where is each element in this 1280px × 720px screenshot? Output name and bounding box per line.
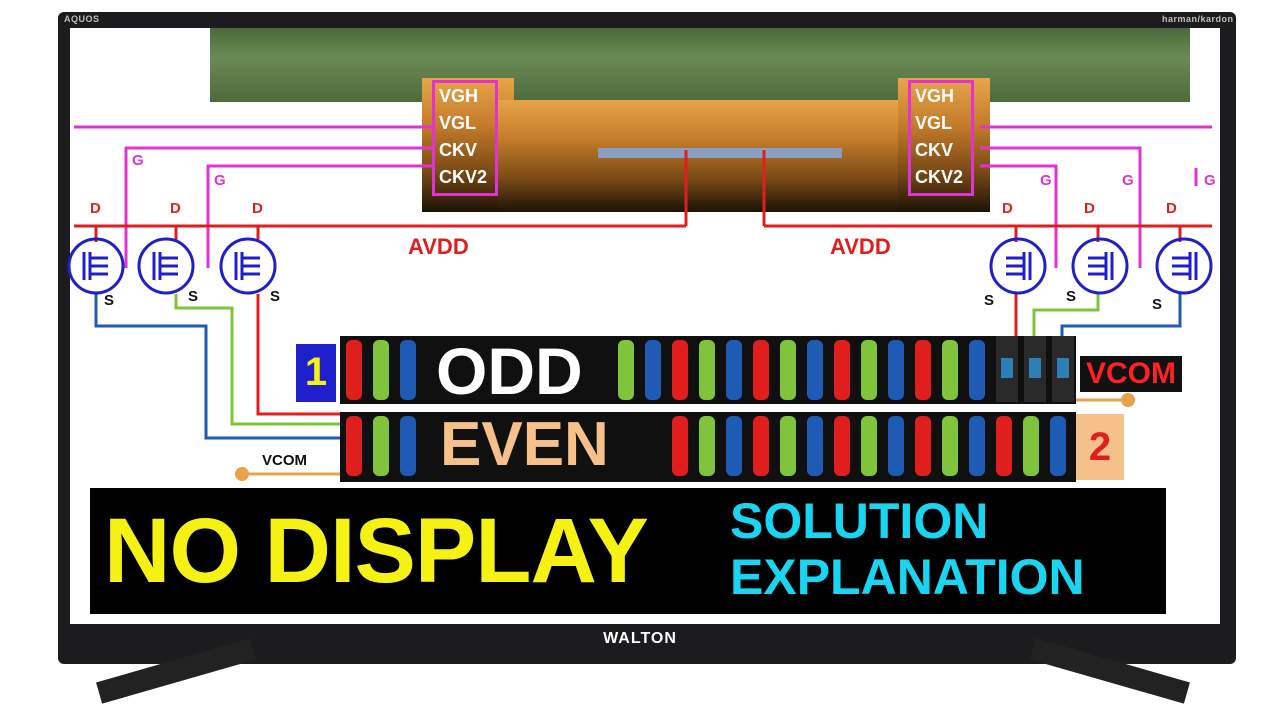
pin-label: CKV <box>915 140 954 160</box>
source-label: S <box>1152 296 1163 313</box>
pin-box-right: VGH VGL CKV CKV2 <box>908 80 974 196</box>
subtitle-solution: SOLUTION <box>730 493 989 549</box>
subtitle-explanation: EXPLANATION <box>730 549 1085 605</box>
title-banner <box>90 488 1166 614</box>
brand-top-right: harman/kardon <box>1162 14 1234 24</box>
subpixel-stripes <box>346 336 1074 476</box>
pin-box-left: VGH VGL CKV CKV2 <box>432 80 498 196</box>
source-label: S <box>1066 288 1077 305</box>
avdd-label-left: AVDD <box>408 234 469 259</box>
drain-label: D <box>252 200 263 217</box>
source-label: S <box>984 292 995 309</box>
vcom-label-right: VCOM <box>1080 356 1182 392</box>
even-number-badge: 2 <box>1076 414 1124 480</box>
drain-label: D <box>90 200 101 217</box>
headline: NO DISPLAY <box>104 500 649 602</box>
brand-top-left: AQUOS <box>64 14 100 24</box>
drain-label: D <box>1002 200 1013 217</box>
vcom-label-left: VCOM <box>262 452 307 469</box>
even-label: EVEN <box>430 414 619 476</box>
avdd-label-right: AVDD <box>830 234 891 259</box>
gate-label: G <box>132 152 144 169</box>
pin-label: VGL <box>915 113 953 133</box>
gate-label: G <box>214 172 226 189</box>
drain-label: D <box>1166 200 1177 217</box>
odd-label: ODD <box>426 338 593 404</box>
pin-label: VGH <box>915 86 955 106</box>
pin-label: CKV2 <box>915 167 964 187</box>
pin-label: CKV <box>439 140 478 160</box>
gate-label: G <box>1204 172 1216 189</box>
pcb-board <box>210 28 1190 102</box>
gate-label: G <box>1122 172 1134 189</box>
drain-label: D <box>1084 200 1095 217</box>
brand-logo: WALTON <box>603 630 677 647</box>
gate-label: G <box>1040 172 1052 189</box>
flex-cable-right <box>898 78 990 212</box>
source-label: S <box>104 292 115 309</box>
source-label: S <box>188 288 199 305</box>
odd-number-badge: 1 <box>296 344 336 402</box>
driver-ic <box>598 148 842 158</box>
source-label: S <box>270 288 281 305</box>
pin-label: VGH <box>439 86 479 106</box>
pin-label: VGL <box>439 113 477 133</box>
pin-label: CKV2 <box>439 167 488 187</box>
drain-label: D <box>170 200 181 217</box>
